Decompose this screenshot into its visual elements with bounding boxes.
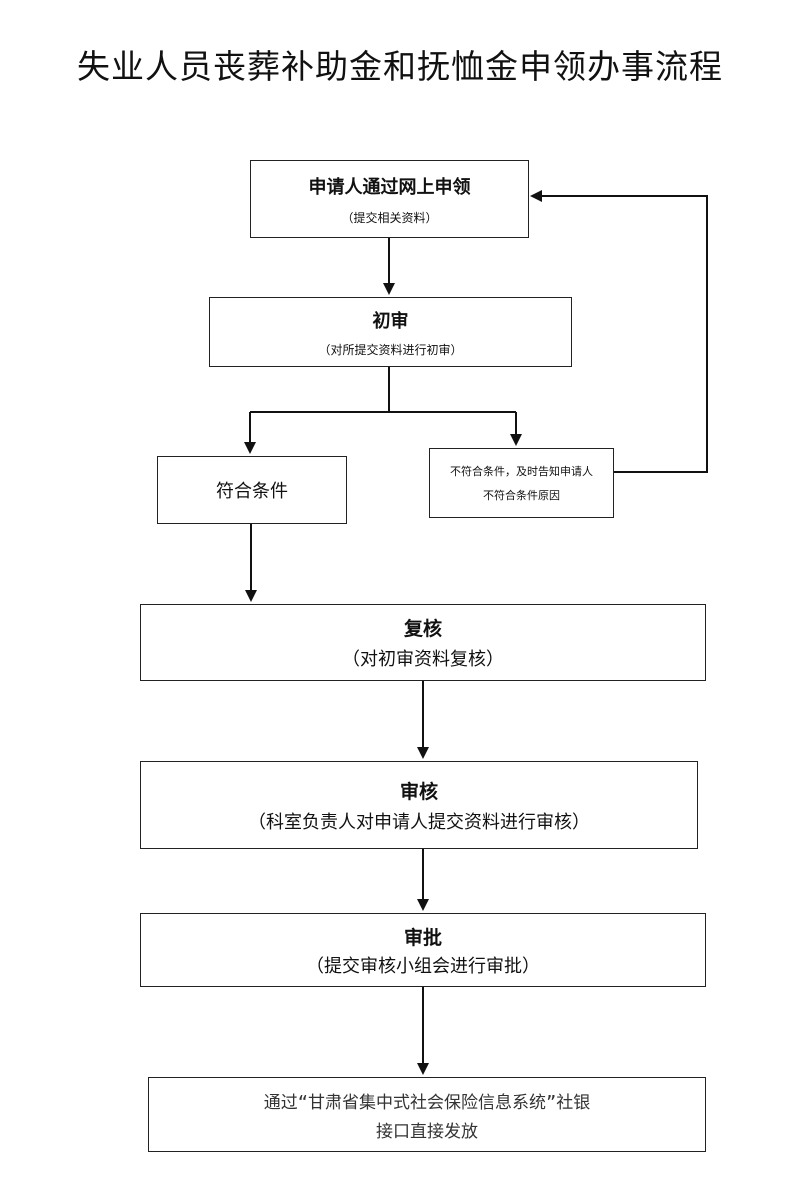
node-qualified: 符合条件 (157, 456, 347, 524)
node-audit: 审核 （科室负责人对申请人提交资料进行审核） (140, 761, 698, 849)
node-approve-note: （提交审核小组会进行审批） (306, 955, 540, 977)
node-disburse: 通过“甘肃省集中式社会保险信息系统”社银 接口直接发放 (148, 1077, 706, 1152)
node-initial-review: 初审 （对所提交资料进行初审） (209, 297, 572, 367)
branch-line (250, 367, 390, 413)
node-apply: 申请人通过网上申领 （提交相关资料） (250, 160, 529, 238)
node-unqualified-line2: 不符合条件原因 (483, 489, 560, 502)
node-disburse-line2: 接口直接发放 (376, 1121, 478, 1142)
node-approve: 审批 （提交审核小组会进行审批） (140, 913, 706, 987)
node-apply-label: 申请人通过网上申领 (308, 176, 471, 198)
node-unqualified: 不符合条件，及时告知申请人 不符合条件原因 (429, 448, 614, 518)
node-audit-label: 审核 (399, 780, 438, 803)
node-initial-review-label: 初审 (372, 310, 409, 332)
page-title: 失业人员丧葬补助金和抚恤金申领办事流程 (77, 47, 723, 86)
node-audit-note: （科室负责人对申请人提交资料进行审核） (248, 811, 590, 833)
node-qualified-label: 符合条件 (216, 481, 288, 502)
node-recheck: 复核 （对初审资料复核） (140, 604, 706, 681)
node-recheck-note: （对初审资料复核） (342, 649, 504, 670)
node-approve-label: 审批 (403, 926, 442, 949)
node-apply-note: （提交相关资料） (341, 210, 438, 225)
node-disburse-line1: 通过“甘肃省集中式社会保险信息系统”社银 (263, 1092, 591, 1113)
node-recheck-label: 复核 (403, 618, 442, 640)
feedback-loop-line (530, 190, 708, 473)
node-initial-review-note: （对所提交资料进行初审） (318, 342, 463, 357)
node-unqualified-line1: 不符合条件，及时告知申请人 (450, 465, 593, 478)
